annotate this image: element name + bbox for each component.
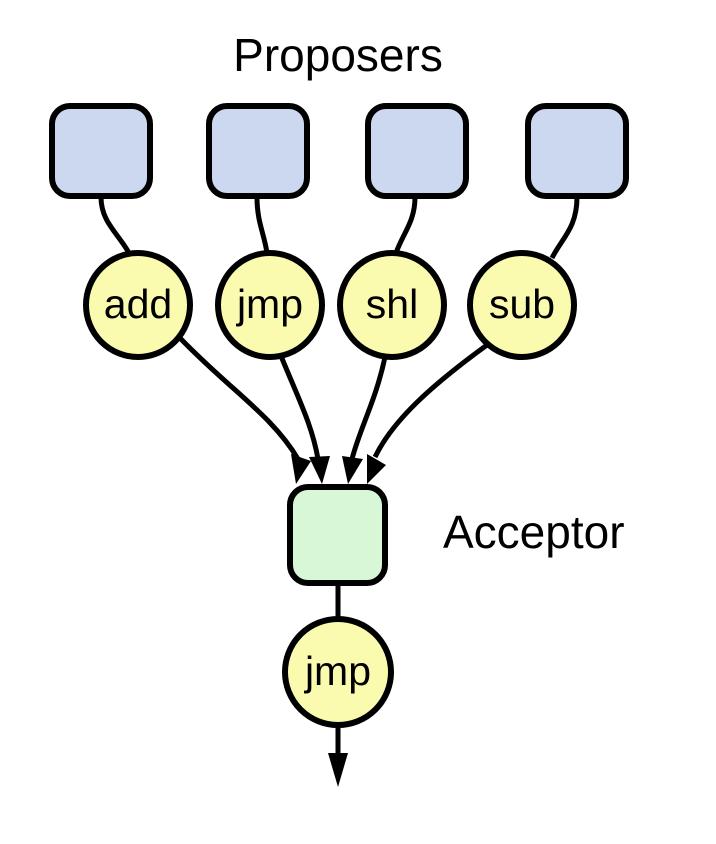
instruction-label-sub: sub: [489, 281, 555, 327]
arrow-head-add: [291, 454, 311, 484]
proposer-box-2[interactable]: [206, 103, 310, 199]
instruction-circle-sub[interactable]: [467, 250, 577, 360]
arrow-jmp-to-acceptor: [278, 355, 321, 460]
connector-box-to-sub: [549, 196, 580, 260]
proposer-box-3[interactable]: [365, 103, 469, 199]
connector-box-to-shl: [393, 196, 418, 254]
connector-box-to-add: [98, 196, 132, 255]
acceptor-instruction-label: jmp: [304, 648, 371, 694]
arrow-head-sub: [367, 454, 386, 484]
proposer-box-4[interactable]: [525, 103, 629, 199]
instruction-circle-shl[interactable]: [337, 250, 447, 360]
acceptor-title: Acceptor: [443, 506, 625, 558]
acceptor-box[interactable]: [287, 484, 388, 586]
arrow-head-shl: [342, 456, 363, 484]
proposers-title: Proposers: [233, 29, 443, 81]
arrow-head-output: [328, 753, 348, 787]
instruction-circle-add[interactable]: [83, 250, 193, 360]
arrow-shl-to-acceptor: [349, 356, 388, 460]
arrow-head-jmp: [309, 456, 330, 484]
instruction-label-jmp: jmp: [236, 281, 303, 327]
instruction-label-add: add: [104, 281, 172, 327]
acceptor-instruction-circle[interactable]: [282, 616, 394, 728]
arrow-add-to-acceptor: [178, 336, 301, 461]
connector-box-to-jmp: [254, 196, 270, 254]
proposer-box-1[interactable]: [49, 103, 153, 199]
instruction-circle-jmp[interactable]: [215, 250, 325, 360]
arrow-sub-to-acceptor: [372, 342, 489, 459]
instruction-label-shl: shl: [366, 281, 418, 327]
